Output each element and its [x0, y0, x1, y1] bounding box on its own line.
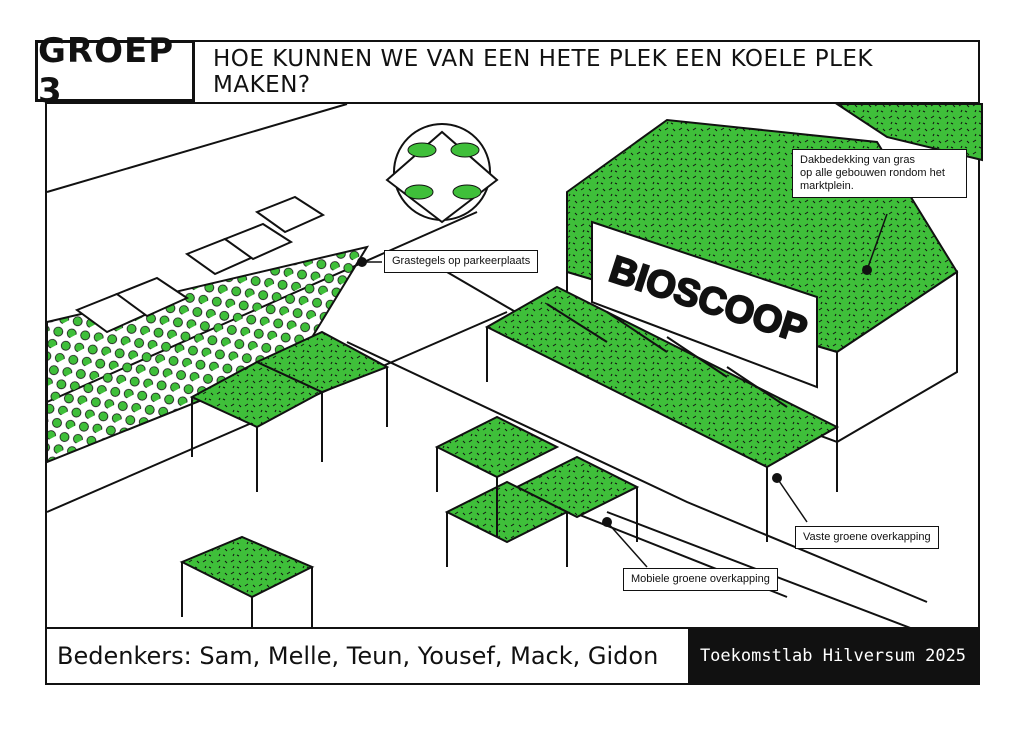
neighbour-grass-roof [833, 103, 983, 162]
poster: BIOSCOOP [35, 31, 983, 685]
fixed-canopy [484, 285, 840, 542]
fixed-canopy-label: Vaste groene overkapping [795, 526, 939, 549]
leader-dots [357, 257, 872, 527]
roof-label-line: op alle gebouwen rondom het [800, 167, 945, 179]
roof-label-line: Dakbedekking van gras [800, 154, 915, 166]
lab-badge: Toekomstlab Hilversum 2025 [688, 629, 978, 683]
car-icon [74, 195, 326, 334]
parking-label: Grastegels op parkeerplaats [384, 250, 539, 273]
footer: Bedenkers: Sam, Melle, Teun, Yousef, Mac… [47, 627, 978, 683]
roof-label-line: marktplein. [800, 180, 854, 192]
illustration: BIOSCOOP [46, 103, 983, 643]
mobile-canopies [179, 330, 640, 632]
main-question: HOE KUNNEN WE VAN EEN HETE PLEK EEN KOEL… [213, 46, 874, 98]
group-title: GROEP 3 [35, 31, 195, 111]
mobile-canopy-label: Mobiele groene overkapping [623, 568, 778, 591]
roof-label: Dakbedekking van gras op alle gebouwen r… [792, 149, 967, 198]
parking-area [46, 195, 370, 464]
credits: Bedenkers: Sam, Melle, Teun, Yousef, Mac… [57, 642, 659, 670]
title-bar: GROEP 3 HOE KUNNEN WE VAN EEN HETE PLEK … [35, 31, 978, 111]
grass-tile-detail-icon [385, 123, 499, 224]
